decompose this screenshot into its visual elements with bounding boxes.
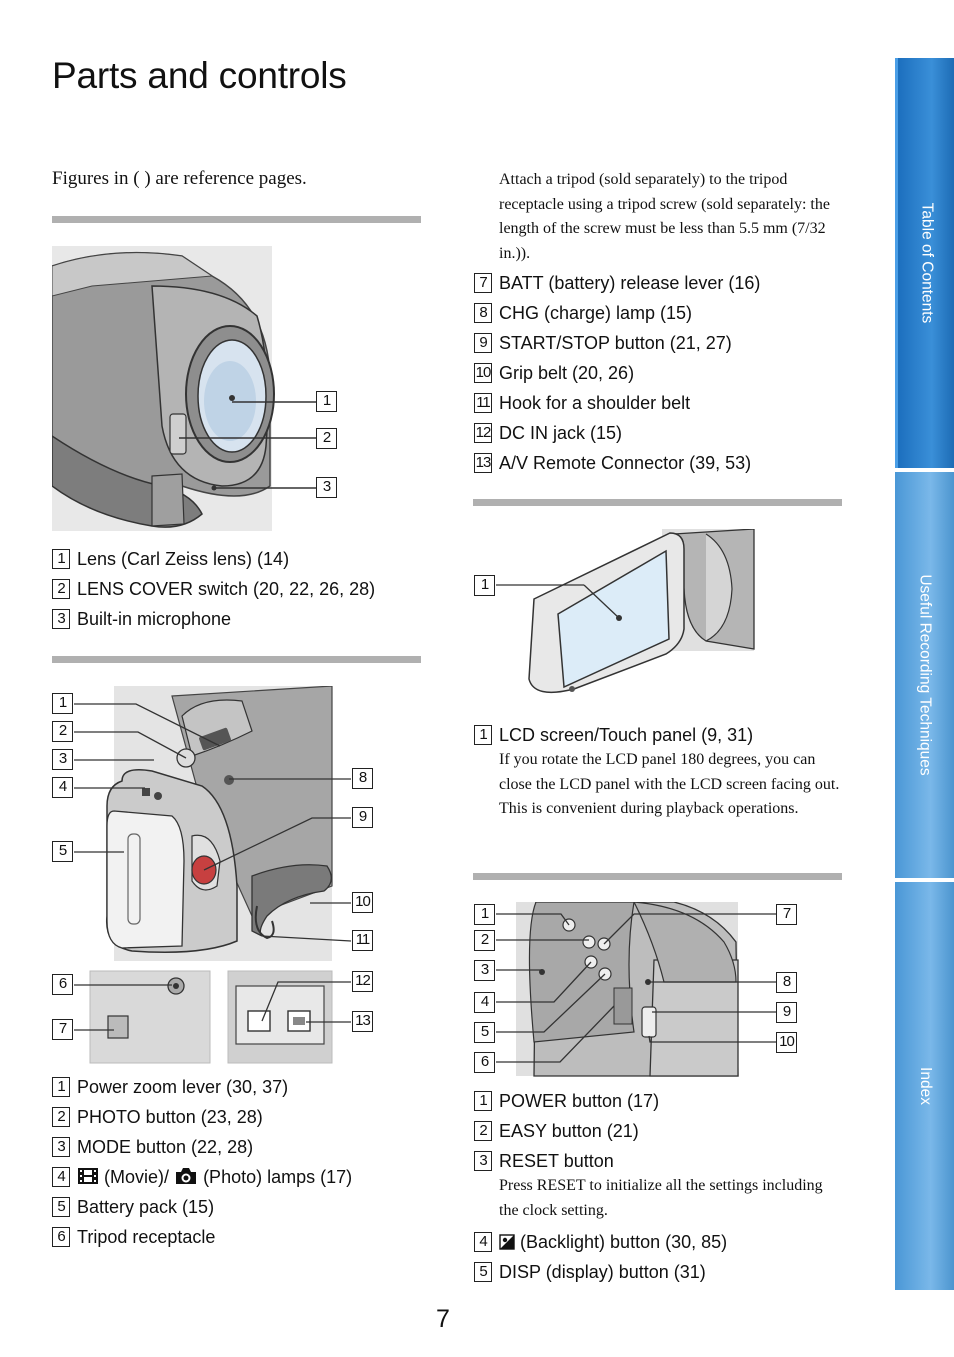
callout-5: 5 (52, 841, 73, 862)
callout-11: 11 (352, 930, 373, 951)
callout-9: 9 (352, 807, 373, 828)
reference-note: Figures in ( ) are reference pages. (52, 168, 307, 189)
camcorder-front-illustration (51, 246, 316, 531)
callout-5: 5 (474, 1022, 495, 1043)
callout-3: 3 (52, 749, 73, 770)
page-number: 7 (436, 1305, 450, 1333)
page-title: Parts and controls (52, 55, 347, 96)
callout-3: 3 (474, 960, 495, 981)
callout-8: 8 (352, 768, 373, 789)
callout-13: 13 (352, 1011, 373, 1032)
callout-9: 9 (776, 1002, 797, 1023)
callout-4: 4 (474, 992, 495, 1013)
callout-1: 1 (474, 904, 495, 925)
camcorder-side-illustration (74, 685, 352, 1064)
front-view-figure: 1 2 3 (51, 246, 342, 531)
lcd-figure: 1 (474, 528, 756, 699)
tab-table-of-contents[interactable]: Table of Contents (895, 58, 954, 468)
callout-8: 8 (776, 972, 797, 993)
tab-useful-recording-techniques[interactable]: Useful Recording Techniques (895, 472, 954, 878)
callout-10: 10 (352, 892, 373, 913)
callout-1: 1 (474, 575, 495, 596)
callout-10: 10 (776, 1032, 797, 1053)
reset-note: Press RESET to initialize all the settin… (499, 1177, 823, 1219)
callout-6: 6 (474, 1052, 495, 1073)
tripod-note: Attach a tripod (sold separately) to the… (499, 171, 830, 262)
list-item: 4 (Movie)/ (Photo) lamps (17) (52, 1164, 352, 1194)
lcd-note: If you rotate the LCD panel 180 degrees,… (499, 751, 840, 817)
callout-7: 7 (52, 1019, 73, 1040)
callout-12: 12 (352, 971, 373, 992)
callout-2: 2 (474, 930, 495, 951)
list-item: 3 RESET button (474, 1148, 844, 1178)
section-divider (473, 873, 842, 880)
lcd-panel-illustration (496, 528, 755, 694)
control-panel-figure: 1 2 3 4 5 6 7 8 9 10 (474, 901, 800, 1078)
backlight-icon (499, 1234, 515, 1250)
control-panel-illustration (496, 901, 776, 1077)
section-divider (52, 656, 421, 663)
callout-4: 4 (52, 777, 73, 798)
callout-1: 1 (316, 391, 337, 412)
side-nav-tabs: Table of Contents Useful Recording Techn… (895, 58, 954, 1290)
callout-3: 3 (316, 477, 337, 498)
tab-index[interactable]: Index (895, 882, 954, 1290)
callout-2: 2 (316, 428, 337, 449)
side-view-figure: 1 2 3 4 5 6 7 8 9 10 11 12 13 (52, 685, 382, 1068)
photo-camera-icon (176, 1168, 197, 1184)
callout-2: 2 (52, 721, 73, 742)
section-divider (52, 216, 421, 223)
section-divider (473, 499, 842, 506)
list-item: 4 (Backlight) button (30, 85) (474, 1229, 844, 1259)
movie-icon (78, 1168, 98, 1184)
callout-6: 6 (52, 974, 73, 995)
callout-1: 1 (52, 693, 73, 714)
callout-7: 7 (776, 904, 797, 925)
